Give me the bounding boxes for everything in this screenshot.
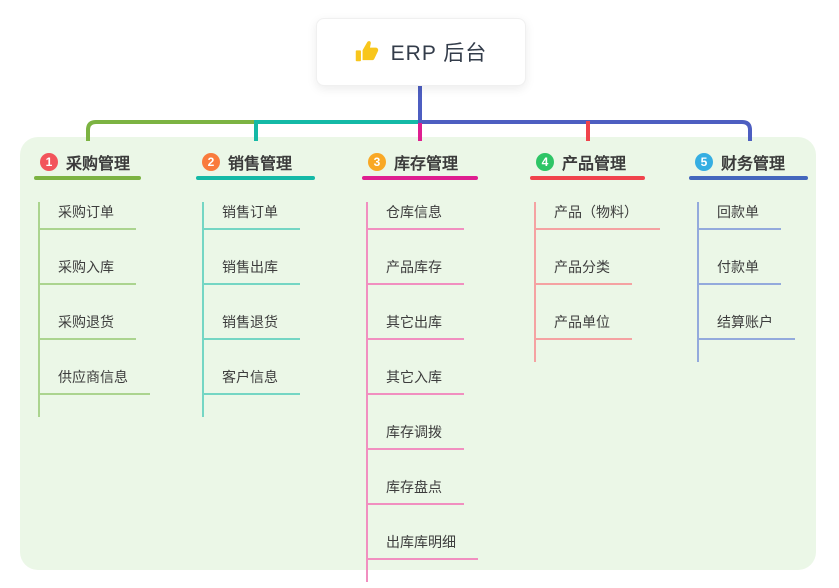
child-node[interactable]: 采购退货 — [38, 312, 136, 340]
branch-children: 销售订单销售出库销售退货客户信息 — [196, 202, 315, 417]
branch-2: 2 销售管理销售订单销售出库销售退货客户信息 — [196, 148, 315, 417]
child-node[interactable]: 销售订单 — [202, 202, 300, 230]
child-node[interactable]: 结算账户 — [697, 312, 795, 340]
branch-title-node[interactable]: 1 采购管理 — [34, 148, 141, 176]
child-node[interactable]: 回款单 — [697, 202, 781, 230]
branch-child-connector-line — [202, 202, 204, 417]
child-node[interactable]: 采购入库 — [38, 257, 136, 285]
branch-child-connector-line — [534, 202, 536, 362]
child-node[interactable]: 产品库存 — [366, 257, 464, 285]
child-node[interactable]: 出库库明细 — [366, 532, 478, 560]
child-node[interactable]: 库存盘点 — [366, 477, 464, 505]
child-node[interactable]: 采购订单 — [38, 202, 136, 230]
branch-title-underline — [689, 176, 808, 180]
child-node[interactable]: 产品分类 — [534, 257, 632, 285]
branch-title-node[interactable]: 4 产品管理 — [530, 148, 645, 176]
branch-4: 4 产品管理产品（物料） 产品分类产品单位 — [530, 148, 660, 362]
branch-title-underline — [530, 176, 645, 180]
child-node[interactable]: 仓库信息 — [366, 202, 464, 230]
branch-1: 1 采购管理采购订单采购入库采购退货供应商信息 — [34, 148, 150, 417]
root-node[interactable]: ERP 后台 — [316, 18, 526, 86]
child-node[interactable]: 客户信息 — [202, 367, 300, 395]
mindmap-canvas-panel — [20, 137, 816, 570]
branch-child-connector-line — [38, 202, 40, 417]
child-node[interactable]: 付款单 — [697, 257, 781, 285]
child-node[interactable]: 销售退货 — [202, 312, 300, 340]
thumbs-up-icon — [355, 39, 381, 65]
branch-title-node[interactable]: 3 库存管理 — [362, 148, 478, 176]
branch-title-label: 财务管理 — [721, 156, 786, 173]
child-node[interactable]: 库存调拨 — [366, 422, 464, 450]
branch-title-label: 库存管理 — [394, 156, 459, 173]
branch-number-badge: 3 — [368, 153, 386, 171]
branch-title-label: 销售管理 — [228, 156, 293, 173]
branch-children: 产品（物料） 产品分类产品单位 — [530, 202, 660, 362]
branch-title-underline — [196, 176, 315, 180]
child-node[interactable]: 其它出库 — [366, 312, 464, 340]
branch-title-underline — [362, 176, 478, 180]
child-node[interactable]: 供应商信息 — [38, 367, 150, 395]
branch-child-connector-line — [697, 202, 699, 362]
branch-child-connector-line — [366, 202, 368, 582]
child-node[interactable]: 产品单位 — [534, 312, 632, 340]
branch-number-badge: 1 — [40, 153, 58, 171]
branch-children: 仓库信息产品库存其它出库其它入库库存调拨库存盘点出库库明细 — [362, 202, 478, 582]
branch-title-node[interactable]: 5 财务管理 — [689, 148, 808, 176]
branch-number-badge: 4 — [536, 153, 554, 171]
branch-number-badge: 5 — [695, 153, 713, 171]
child-node[interactable]: 销售出库 — [202, 257, 300, 285]
branch-title-underline — [34, 176, 141, 180]
child-node[interactable]: 产品（物料） — [534, 202, 660, 230]
branch-number-badge: 2 — [202, 153, 220, 171]
branch-title-label: 采购管理 — [66, 156, 131, 173]
branch-children: 采购订单采购入库采购退货供应商信息 — [34, 202, 150, 417]
branch-title-node[interactable]: 2 销售管理 — [196, 148, 315, 176]
branch-title-label: 产品管理 — [562, 156, 627, 173]
root-node-label: ERP 后台 — [390, 42, 488, 65]
connector-root — [418, 84, 752, 141]
branch-children: 回款单付款单结算账户 — [689, 202, 808, 362]
branch-3: 3 库存管理仓库信息产品库存其它出库其它入库库存调拨库存盘点出库库明细 — [362, 148, 478, 582]
branch-5: 5 财务管理回款单付款单结算账户 — [689, 148, 808, 362]
child-node[interactable]: 其它入库 — [366, 367, 464, 395]
